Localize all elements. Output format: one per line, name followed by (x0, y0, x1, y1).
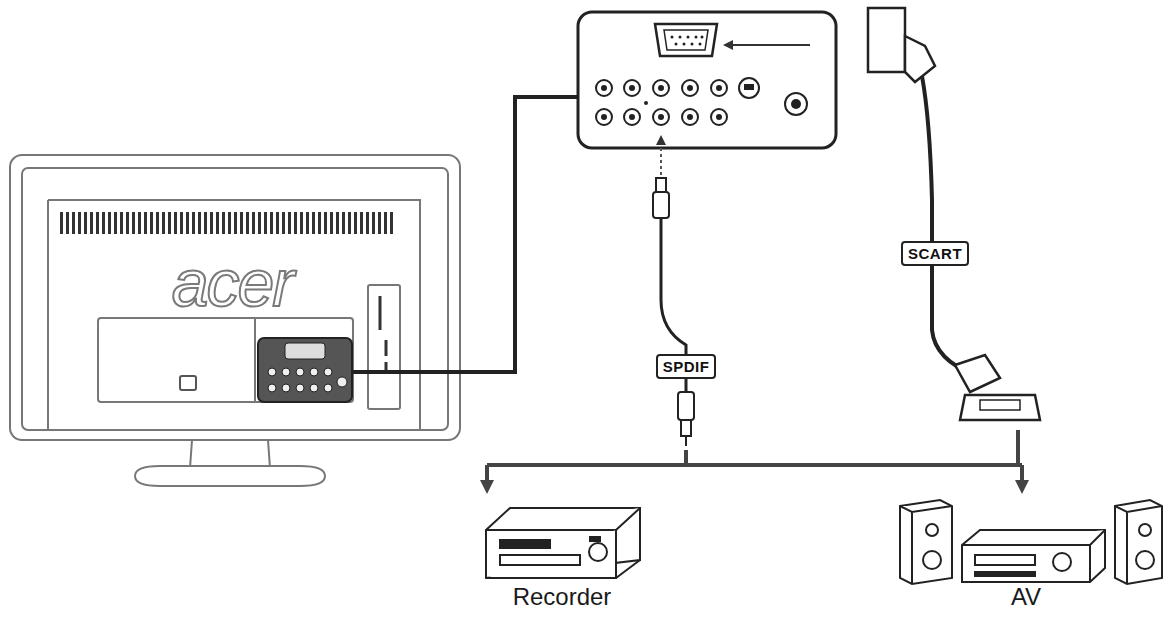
device-label: Recorder (509, 583, 616, 611)
recorder-icon (486, 508, 640, 578)
device-node: Recorder (509, 581, 616, 613)
monitor-back (10, 155, 460, 486)
av-receiver-icon (900, 500, 1162, 584)
brand-logo: acer (172, 245, 292, 321)
cable-label: SPDIF (656, 354, 717, 379)
scart-cable (868, 8, 1040, 420)
spdif-cable (653, 140, 694, 446)
split-arrows (487, 430, 1022, 482)
breakout-box (578, 12, 836, 148)
device-node: AV (1007, 581, 1045, 613)
monitor-connector-panel (258, 338, 352, 402)
breakout-cable (352, 97, 580, 372)
device-label: AV (1007, 583, 1045, 611)
cable-label: SCART (901, 241, 969, 266)
